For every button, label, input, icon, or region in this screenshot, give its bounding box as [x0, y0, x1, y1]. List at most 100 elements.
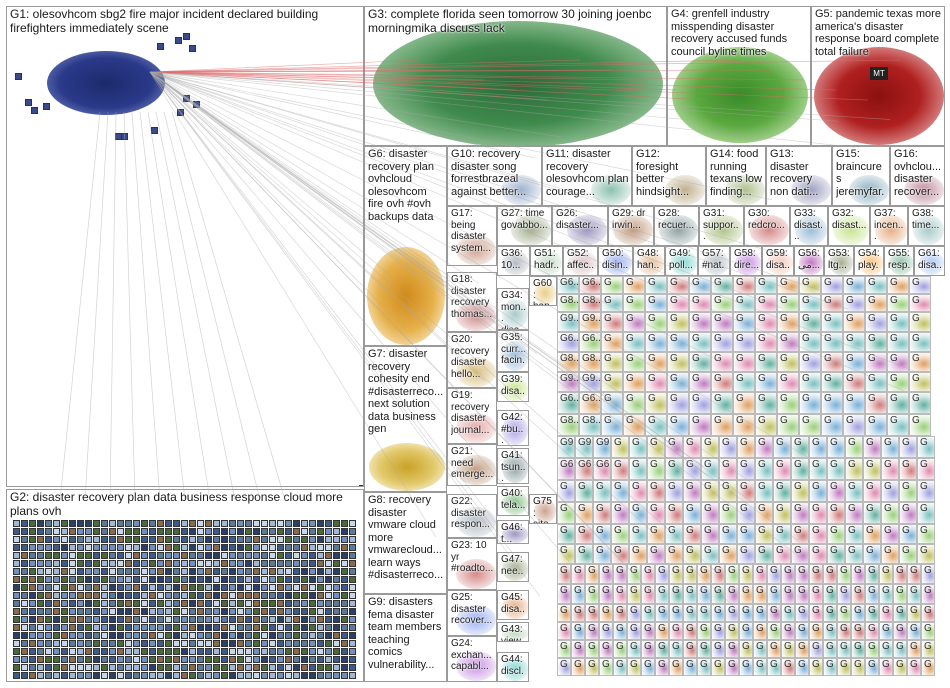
tiny-group-panel[interactable]: G — [865, 414, 887, 436]
tiny-group-panel[interactable]: G — [611, 524, 629, 544]
tiny-group-panel[interactable]: G — [733, 414, 755, 436]
tiny-group-panel[interactable]: G — [837, 584, 851, 604]
tiny-group-panel[interactable]: G — [879, 564, 893, 584]
tiny-group-panel[interactable]: G — [851, 640, 865, 658]
group-panel-g28[interactable]: G28: recuer... — [654, 206, 699, 246]
group-panel-g38[interactable]: G38: time... — [908, 206, 945, 246]
tiny-group-panel[interactable]: G — [629, 458, 647, 480]
tiny-group-panel[interactable]: G — [823, 604, 837, 622]
tiny-group-panel[interactable]: G9... — [557, 436, 575, 458]
tiny-group-panel[interactable]: G — [799, 372, 821, 392]
tiny-group-panel[interactable]: G — [739, 658, 753, 676]
tiny-group-panel[interactable]: G — [893, 658, 907, 676]
tiny-group-panel[interactable]: G — [641, 658, 655, 676]
tiny-group-panel[interactable]: G — [733, 276, 755, 294]
tiny-group-panel[interactable]: G — [711, 414, 733, 436]
tiny-group-panel[interactable]: G — [887, 312, 909, 332]
tiny-group-panel[interactable]: G — [837, 622, 851, 640]
tiny-group-panel[interactable]: G — [557, 584, 571, 604]
tiny-group-panel[interactable]: G — [887, 352, 909, 372]
tiny-group-panel[interactable]: G — [585, 584, 599, 604]
group-panel-g61[interactable]: G61: disa... — [914, 246, 945, 276]
tiny-group-panel[interactable]: G — [611, 480, 629, 502]
tiny-group-panel[interactable]: G — [921, 584, 935, 604]
tiny-group-panel[interactable]: G — [899, 458, 917, 480]
tiny-group-panel[interactable]: G — [851, 564, 865, 584]
tiny-group-panel[interactable]: G — [823, 658, 837, 676]
tiny-group-panel[interactable]: G — [777, 294, 799, 312]
group-panel-g60[interactable]: G60: hap... — [529, 276, 557, 306]
tiny-group-panel[interactable]: G — [739, 640, 753, 658]
group-panel-g29[interactable]: G29: dr irwin... — [608, 206, 654, 246]
tiny-group-panel[interactable]: G — [627, 658, 641, 676]
tiny-group-panel[interactable]: G — [655, 658, 669, 676]
tiny-group-panel[interactable]: G — [777, 276, 799, 294]
tiny-group-panel[interactable]: G — [879, 584, 893, 604]
tiny-group-panel[interactable]: G — [917, 544, 935, 564]
group-panel-g16[interactable]: G16: ovhclou... disaster recover... — [890, 146, 945, 206]
tiny-group-panel[interactable]: G — [909, 352, 931, 372]
tiny-group-panel[interactable]: G — [845, 524, 863, 544]
tiny-group-panel[interactable]: G — [881, 458, 899, 480]
tiny-group-panel[interactable]: G — [725, 640, 739, 658]
tiny-group-panel[interactable]: G — [809, 564, 823, 584]
group-panel-g44[interactable]: G44: discl... — [497, 652, 529, 682]
tiny-group-panel[interactable]: G — [907, 658, 921, 676]
tiny-group-panel[interactable]: G — [907, 564, 921, 584]
tiny-group-panel[interactable]: G — [887, 414, 909, 436]
tiny-group-panel[interactable]: G — [879, 640, 893, 658]
tiny-group-panel[interactable]: G — [921, 564, 935, 584]
tiny-group-panel[interactable]: G — [781, 658, 795, 676]
tiny-group-panel[interactable]: G — [753, 604, 767, 622]
tiny-group-panel[interactable]: G — [623, 312, 645, 332]
tiny-group-panel[interactable]: G — [665, 480, 683, 502]
tiny-group-panel[interactable]: G — [655, 604, 669, 622]
tiny-group-panel[interactable]: G — [623, 294, 645, 312]
group-panel-g34[interactable]: G34: mon... disa... — [497, 288, 529, 330]
tiny-group-panel[interactable]: G — [613, 640, 627, 658]
tiny-group-panel[interactable]: G — [733, 294, 755, 312]
tiny-group-panel[interactable]: G — [599, 640, 613, 658]
tiny-group-panel[interactable]: G — [697, 658, 711, 676]
tiny-group-panel[interactable]: G — [837, 564, 851, 584]
tiny-group-panel[interactable]: G — [879, 622, 893, 640]
tiny-group-panel[interactable]: G — [799, 332, 821, 352]
tiny-group-panel[interactable]: G — [629, 544, 647, 564]
tiny-group-panel[interactable]: G — [781, 564, 795, 584]
group-panel-g56[interactable]: G56: مى... — [794, 246, 824, 276]
tiny-group-panel[interactable]: G — [827, 502, 845, 524]
tiny-group-panel[interactable]: G — [737, 502, 755, 524]
group-panel-g41[interactable]: G41: tsun... — [497, 448, 529, 484]
tiny-group-panel[interactable]: G — [557, 502, 575, 524]
tiny-group-panel[interactable]: G — [823, 640, 837, 658]
tiny-group-panel[interactable]: G — [725, 658, 739, 676]
group-panel-g30[interactable]: G30: redcro... — [744, 206, 790, 246]
tiny-group-panel[interactable]: G — [795, 658, 809, 676]
tiny-group-panel[interactable]: G — [557, 564, 571, 584]
group-panel-g19[interactable]: G19: recovery disaster journal... — [447, 388, 497, 444]
tiny-group-panel[interactable]: G — [645, 312, 667, 332]
tiny-group-panel[interactable]: G — [845, 502, 863, 524]
tiny-group-panel[interactable]: G — [865, 658, 879, 676]
tiny-group-panel[interactable]: G — [843, 414, 865, 436]
group-panel-g58[interactable]: G58: dire... — [730, 246, 762, 276]
tiny-group-panel[interactable]: G — [665, 544, 683, 564]
tiny-group-panel[interactable]: G — [827, 458, 845, 480]
tiny-group-panel[interactable]: G — [865, 622, 879, 640]
tiny-group-panel[interactable]: G — [777, 414, 799, 436]
tiny-group-panel[interactable]: G — [773, 502, 791, 524]
tiny-group-panel[interactable]: G — [893, 622, 907, 640]
tiny-group-panel[interactable]: G — [711, 294, 733, 312]
tiny-group-panel[interactable]: G — [669, 584, 683, 604]
tiny-group-panel[interactable]: G — [725, 564, 739, 584]
tiny-group-panel[interactable]: G — [683, 480, 701, 502]
tiny-group-panel[interactable]: G — [887, 372, 909, 392]
tiny-group-panel[interactable]: G — [781, 640, 795, 658]
tiny-group-panel[interactable]: G — [737, 436, 755, 458]
tiny-group-panel[interactable]: G — [599, 564, 613, 584]
tiny-group-panel[interactable]: G — [599, 658, 613, 676]
tiny-group-panel[interactable]: G — [887, 294, 909, 312]
tiny-group-panel[interactable]: G — [719, 436, 737, 458]
tiny-group-panel[interactable]: G — [893, 564, 907, 584]
tiny-group-panel[interactable]: G — [821, 414, 843, 436]
